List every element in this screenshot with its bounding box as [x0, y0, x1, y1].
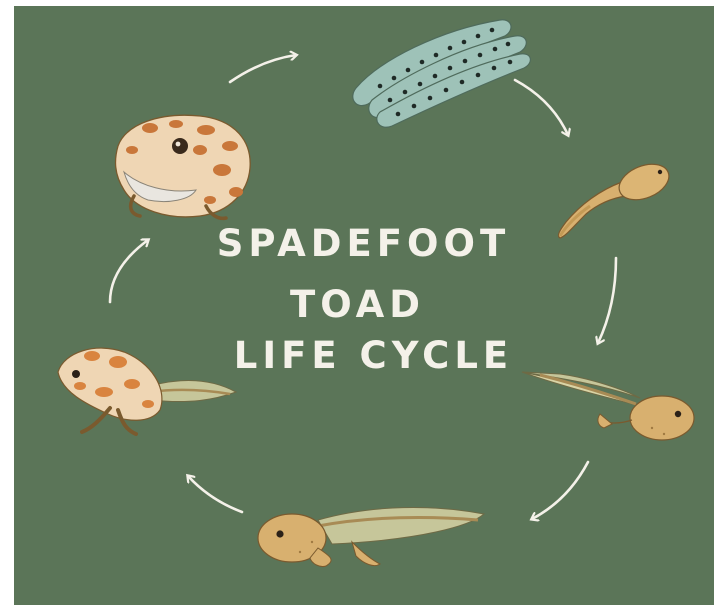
- egg-strand-icon: [353, 20, 531, 127]
- title-line-2: TOAD: [0, 283, 721, 326]
- adult-toad-icon: [116, 115, 251, 218]
- legged-tadpole-icon: [258, 507, 484, 566]
- arrow-toad-to-eggs: [230, 55, 296, 82]
- arrow-tadpole-to-legged: [532, 462, 588, 519]
- tadpole-icon: [522, 372, 694, 440]
- arrow-legged-to-froglet: [188, 476, 242, 512]
- arrow-eggs-to-hatchling: [515, 80, 568, 135]
- title-line-3: LIFE CYCLE: [10, 334, 727, 377]
- title-line-1: SPADEFOOT: [0, 222, 727, 265]
